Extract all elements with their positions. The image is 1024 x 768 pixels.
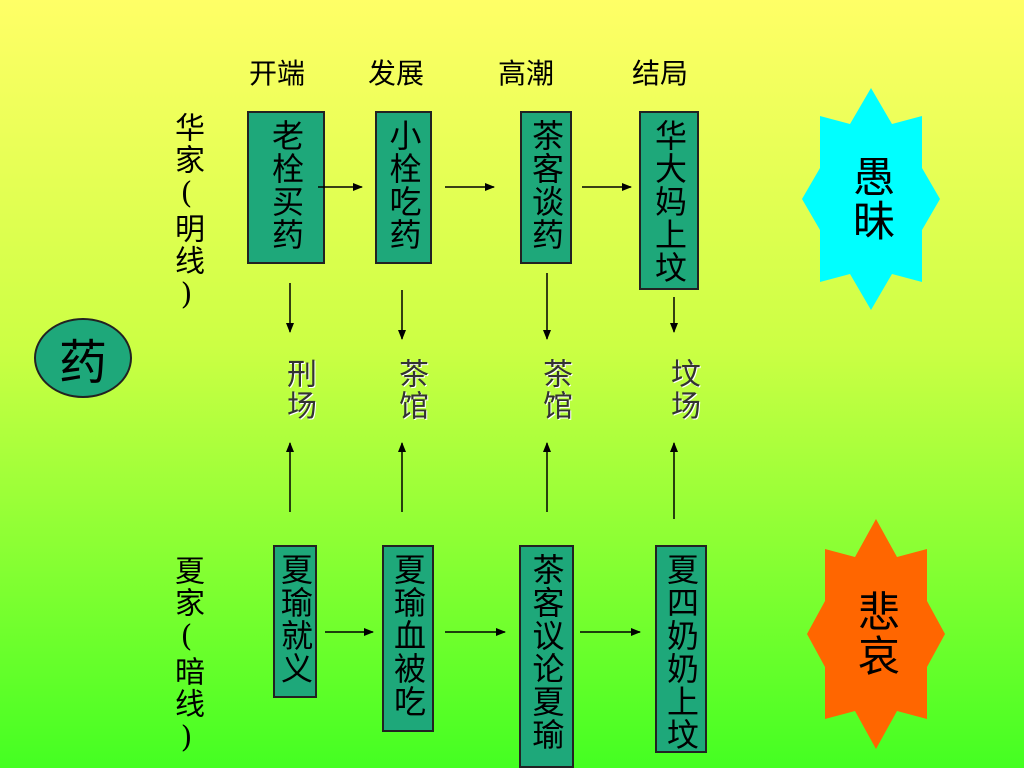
hua-conclusion-label: 愚昧 [846,155,896,243]
place-label: 茶馆 [393,358,428,422]
place-label: 坟场 [665,358,700,422]
hua-event-box: 华大妈上坟 [639,111,699,290]
hua-event-label: 老栓买药 [267,119,305,251]
hua-event-label: 茶客谈药 [527,119,565,251]
xia-event-box: 夏瑜血被吃 [382,545,434,732]
place-label: 茶馆 [537,358,572,422]
xia-event-label: 茶客议论夏瑜 [527,553,566,751]
stage-label-climax: 高潮 [498,57,555,90]
xia-conclusion-shape [807,519,945,749]
xia-event-label: 夏瑜就义 [276,553,314,685]
xia-event-box: 夏四奶奶上坟 [655,545,707,753]
medicine-node-label: 药 [58,335,107,391]
stage-label-development: 发展 [368,57,425,90]
stage-label-opening: 开端 [249,57,306,90]
hua-event-label: 华大妈上坟 [650,119,688,284]
xia-event-box: 夏瑜就义 [273,545,317,698]
place-label: 刑场 [281,358,316,422]
hua-conclusion-badge: 愚昧 [802,88,940,310]
xia-line-label: 夏家(暗线) [169,555,204,757]
hua-event-label: 小栓吃药 [384,119,423,251]
xia-event-box: 茶客议论夏瑜 [519,545,574,768]
hua-event-box: 茶客谈药 [520,111,572,264]
stage-label-ending: 结局 [632,57,689,90]
xia-event-label: 夏四奶奶上坟 [662,553,700,751]
hua-conclusion-shape [802,88,940,310]
hua-line-label: 华家(明线) [169,112,204,314]
medicine-node: 药 [34,318,132,398]
xia-event-label: 夏瑜血被吃 [389,553,427,718]
hua-event-box: 小栓吃药 [375,111,432,264]
xia-conclusion-badge: 悲哀 [807,519,945,749]
xia-conclusion-label: 悲哀 [851,590,901,678]
